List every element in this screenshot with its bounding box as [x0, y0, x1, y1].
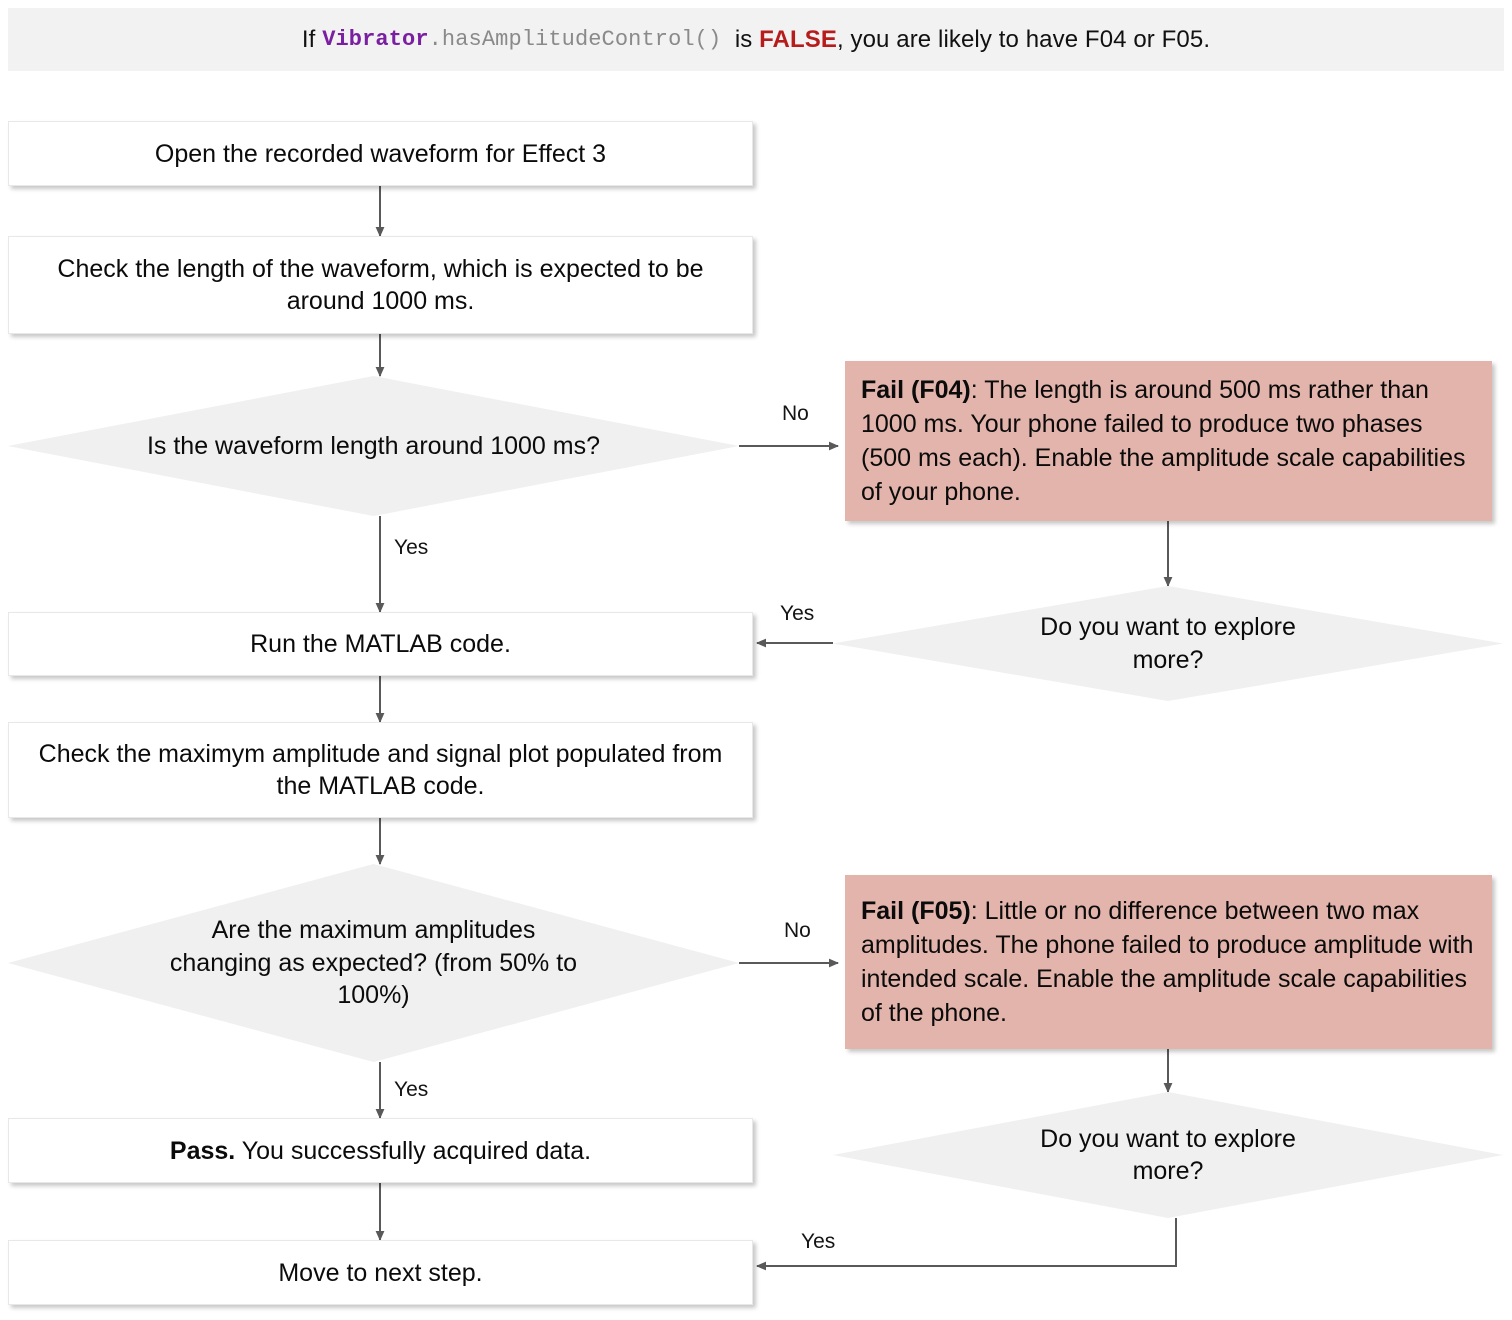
- node-fail-f04-text: Fail (F04): The length is around 500 ms …: [861, 373, 1476, 510]
- node-check-amplitude[interactable]: Check the maximym amplitude and signal p…: [8, 722, 753, 818]
- edge-label-yes-explore-bottom: Yes: [801, 1230, 836, 1253]
- node-explore-more-top[interactable]: Do you want to explore more?: [833, 586, 1503, 701]
- decision-diamond-shape: [8, 376, 739, 516]
- decision-diamond-shape: [8, 864, 739, 1062]
- node-explore-more-bottom[interactable]: Do you want to explore more?: [833, 1092, 1503, 1218]
- banner-false-keyword: FALSE: [759, 25, 837, 53]
- pass-rest-text: You successfully acquired data.: [235, 1136, 592, 1165]
- edge-label-yes-length: Yes: [394, 536, 429, 559]
- decision-diamond-shape: [833, 1092, 1503, 1218]
- node-decision-waveform-length[interactable]: Is the waveform length around 1000 ms?: [8, 376, 739, 516]
- node-pass-label: Pass. You successfully acquired data.: [170, 1135, 591, 1167]
- node-check-length[interactable]: Check the length of the waveform, which …: [8, 236, 753, 334]
- fail-f05-rest-text: : Little or no difference between two ma…: [861, 896, 1474, 1028]
- header-banner: If Vibrator.hasAmplitudeControl() is FAL…: [8, 8, 1504, 71]
- banner-prefix: If: [301, 25, 323, 53]
- banner-method-name: .hasAmplitudeControl(): [428, 27, 722, 52]
- node-pass[interactable]: Pass. You successfully acquired data.: [8, 1118, 753, 1183]
- node-move-next-step[interactable]: Move to next step.: [8, 1240, 753, 1305]
- node-run-matlab[interactable]: Run the MATLAB code.: [8, 612, 753, 676]
- node-run-matlab-label: Run the MATLAB code.: [250, 630, 511, 658]
- fail-f04-rest-text: : The length is around 500 ms rather tha…: [861, 375, 1466, 507]
- banner-suffix: , you are likely to have F04 or F05.: [836, 25, 1211, 53]
- node-check-amplitude-label: Check the maximym amplitude and signal p…: [38, 740, 723, 800]
- node-check-length-label: Check the length of the waveform, which …: [57, 255, 704, 315]
- banner-mid: is: [721, 25, 760, 53]
- fail-f05-bold-text: Fail (F05): [861, 896, 971, 925]
- node-open-waveform[interactable]: Open the recorded waveform for Effect 3: [8, 121, 753, 186]
- node-fail-f05-text: Fail (F05): Little or no difference betw…: [861, 894, 1476, 1031]
- banner-class-name: Vibrator: [322, 27, 429, 52]
- node-move-next-step-label: Move to next step.: [278, 1258, 483, 1287]
- pass-bold-text: Pass.: [169, 1136, 236, 1165]
- node-fail-f04[interactable]: Fail (F04): The length is around 500 ms …: [845, 361, 1492, 521]
- edge-label-yes-explore-top: Yes: [780, 602, 815, 625]
- edge-label-no-f04: No: [782, 402, 809, 425]
- fail-f04-bold-text: Fail (F04): [861, 375, 971, 404]
- decision-diamond-shape: [833, 586, 1503, 701]
- node-open-waveform-label: Open the recorded waveform for Effect 3: [154, 139, 607, 168]
- edge-label-yes-amplitude: Yes: [394, 1078, 429, 1101]
- edge-label-no-f05: No: [784, 919, 811, 942]
- node-decision-amplitudes[interactable]: Are the maximum amplitudes changing as e…: [8, 864, 739, 1062]
- node-fail-f05[interactable]: Fail (F05): Little or no difference betw…: [845, 875, 1492, 1049]
